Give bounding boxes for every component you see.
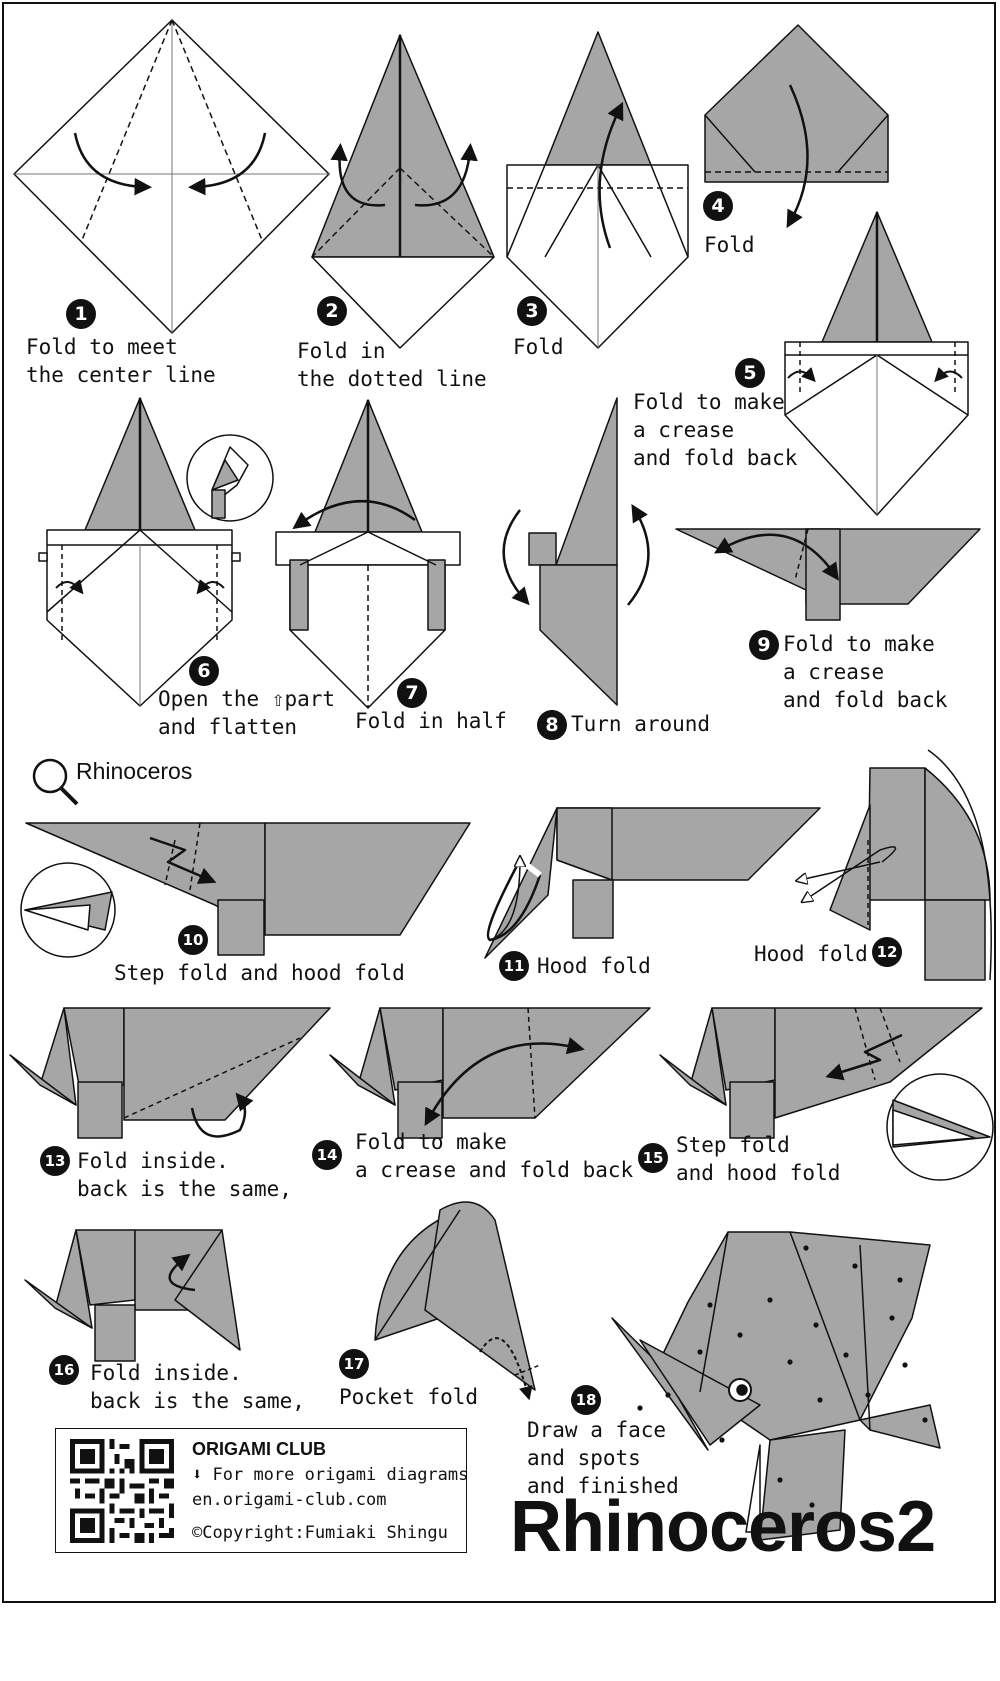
step-11-diagram xyxy=(484,807,821,959)
step-8-label: Turn around xyxy=(571,712,711,736)
step-number-10: 10 xyxy=(178,925,208,955)
step-10-diagram xyxy=(20,822,471,958)
step-7-diagram xyxy=(275,399,461,709)
step-number-5: 5 xyxy=(735,358,765,388)
step-14-diagram xyxy=(329,1007,651,1139)
step-number-12: 12 xyxy=(872,937,902,967)
brand-tagline: ⬇ For more origami diagrams xyxy=(192,1465,469,1485)
step-10-label: Step fold and hood fold xyxy=(114,961,405,985)
step-1-diagram xyxy=(13,19,330,334)
step-3-diagram xyxy=(506,31,689,349)
step-15-diagram xyxy=(659,1007,994,1181)
step-17-label: Pocket fold xyxy=(339,1385,479,1409)
step-4-diagram xyxy=(704,24,889,229)
section-title: Rhinoceros xyxy=(76,758,193,784)
qr-code-icon xyxy=(70,1439,174,1543)
step-13-diagram xyxy=(9,1007,331,1139)
brand-box: ORIGAMI CLUB ⬇ For more origami diagrams… xyxy=(55,1428,469,1553)
step-12-label: Hood fold xyxy=(754,942,868,966)
step-number-2: 2 xyxy=(317,296,347,326)
step-18-diagram xyxy=(611,1231,941,1541)
step-3-label: Fold xyxy=(513,335,564,359)
copyright: ©Copyright:Fumiaki Shingu xyxy=(192,1523,448,1543)
page-title: Rhinoceros2 xyxy=(510,1487,936,1567)
step-8-diagram xyxy=(502,397,650,706)
step-13-label: Fold inside.back is the same, xyxy=(77,1149,292,1201)
arrow-down-circle-icon: ⬇ xyxy=(192,1465,203,1485)
magnifier-icon xyxy=(32,758,79,806)
step-9-diagram xyxy=(675,528,981,621)
step-number-17: 17 xyxy=(339,1349,369,1379)
step-number-4: 4 xyxy=(703,191,733,221)
step-11-label: Hood fold xyxy=(537,954,651,978)
step-number-11: 11 xyxy=(499,951,529,981)
step-2-diagram xyxy=(311,34,495,349)
step-number-13: 13 xyxy=(40,1146,70,1176)
page-border xyxy=(2,2,996,1603)
step-number-16: 16 xyxy=(49,1355,79,1385)
step-number-14: 14 xyxy=(312,1140,342,1170)
step-5-diagram xyxy=(784,211,969,516)
step-number-3: 3 xyxy=(517,296,547,326)
step-6-diagram xyxy=(38,397,274,707)
step-17-diagram xyxy=(374,1201,541,1401)
step-12-diagram xyxy=(800,749,992,981)
step-number-9: 9 xyxy=(749,630,779,660)
step-16-label: Fold inside.back is the same, xyxy=(90,1361,305,1413)
step-number-1: 1 xyxy=(66,299,96,329)
step-number-15: 15 xyxy=(638,1143,668,1173)
step-6-label: Open the ⇧part and flatten xyxy=(158,687,336,739)
up-arrow-icon: ⇧ xyxy=(271,687,285,711)
step-number-8: 8 xyxy=(537,710,567,740)
brand-name: ORIGAMI CLUB xyxy=(192,1439,326,1459)
step-7-label: Fold in half xyxy=(355,709,507,733)
step-number-7: 7 xyxy=(397,678,427,708)
step-number-18: 18 xyxy=(571,1385,601,1415)
step-16-diagram xyxy=(24,1229,241,1362)
step-number-6: 6 xyxy=(189,656,219,686)
step-4-label: Fold xyxy=(704,233,755,257)
brand-url[interactable]: en.origami-club.com xyxy=(192,1490,387,1510)
